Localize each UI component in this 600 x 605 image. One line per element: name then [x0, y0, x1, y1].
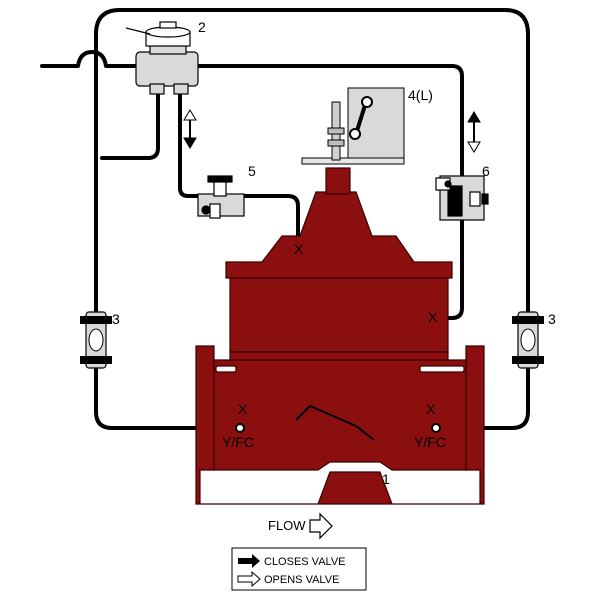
pilot-left-branch	[100, 82, 160, 160]
opens-arrow-icon	[237, 570, 261, 588]
port-label-inlet: Y/FC	[222, 434, 254, 450]
pilot-to-needle-pipe	[178, 82, 202, 198]
supply-pipe	[40, 50, 140, 68]
flow-label: FLOW	[268, 518, 306, 533]
port-label-outlet: Y/FC	[414, 434, 446, 450]
needle-to-bonnet-pipe	[242, 194, 300, 242]
port-mark-inlet: X	[238, 401, 248, 417]
valve-body-core	[213, 359, 467, 471]
double-arrow-left-icon	[183, 109, 197, 149]
pilot-control	[125, 21, 199, 95]
closes-arrow-icon	[238, 554, 260, 568]
top-loop-pipe	[94, 8, 530, 314]
label-flow-control-right: 3	[548, 311, 556, 327]
port-mark-bonnet-side: X	[428, 309, 438, 325]
limit-switch	[301, 87, 405, 165]
check-cock	[435, 175, 489, 221]
left-lower-pipe	[94, 366, 240, 430]
valve-bonnet	[225, 191, 453, 279]
flow-control-left	[80, 311, 112, 369]
inlet-port-dot	[235, 423, 245, 433]
label-check-cock: 6	[482, 163, 490, 179]
label-main-valve: 1	[382, 471, 390, 487]
main-valve	[195, 167, 485, 505]
label-flow-control-left: 3	[112, 311, 120, 327]
double-arrow-right-icon	[467, 111, 481, 153]
bonnet-cap	[325, 167, 351, 195]
label-pilot: 2	[198, 19, 206, 35]
legend-closes-text: CLOSES VALVE	[264, 556, 346, 568]
legend-opens-text: OPENS VALVE	[264, 574, 339, 586]
port-mark-outlet: X	[426, 401, 436, 417]
port-mark-bonnet-top: X	[294, 241, 304, 257]
label-needle-valve: 5	[248, 163, 256, 179]
label-limit-switch: 4(L)	[408, 87, 433, 103]
outlet-port-dot	[431, 423, 441, 433]
pilot-to-check-pipe	[196, 64, 464, 180]
valve-disc	[295, 404, 375, 441]
flow-arrow-icon	[309, 512, 333, 540]
check-to-bonnet-pipe	[443, 214, 464, 320]
right-lower-pipe	[436, 366, 530, 430]
flow-control-right	[512, 311, 544, 369]
legend: CLOSES VALVE OPENS VALVE	[231, 547, 367, 591]
valve-cover-lower	[229, 277, 449, 353]
piping	[40, 8, 530, 430]
needle-valve	[197, 175, 245, 219]
